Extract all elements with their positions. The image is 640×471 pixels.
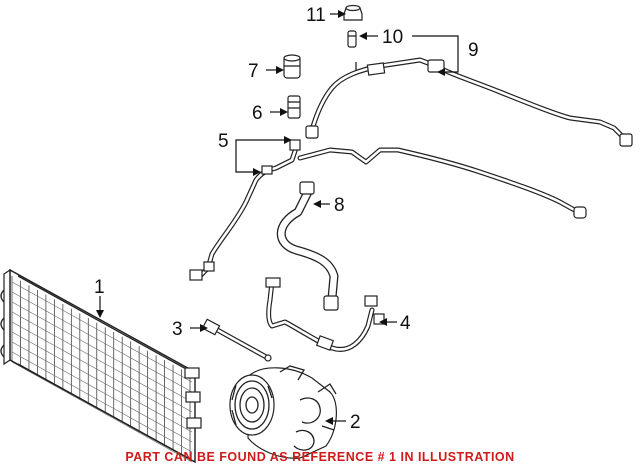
- callout-4: 4: [400, 313, 411, 334]
- compressor-part-2[interactable]: [229, 365, 337, 459]
- condenser-tube-line: [11, 341, 193, 443]
- arrow-2: [325, 417, 333, 425]
- condenser-tube-line: [11, 301, 193, 403]
- condenser-tube-line: [11, 291, 193, 393]
- condenser-tube-line: [11, 331, 193, 433]
- liquid-line-part-5[interactable]: [189, 139, 301, 281]
- arrow-11: [338, 10, 346, 18]
- suction-line-part-9[interactable]: [305, 57, 633, 147]
- condenser-tube-line: [11, 281, 193, 383]
- condenser-tube-line: [11, 351, 193, 453]
- valve-core-part-10[interactable]: [347, 30, 357, 48]
- cap-part-7[interactable]: [283, 54, 301, 79]
- arrow-5a: [253, 168, 261, 176]
- reference-note: PART CAN BE FOUND AS REFERENCE # 1 IN IL…: [125, 450, 515, 464]
- arrow-6: [280, 108, 288, 116]
- callout-1: 1: [94, 277, 105, 298]
- callout-8: 8: [334, 195, 345, 216]
- arrow-4: [379, 318, 387, 326]
- callout-5: 5: [218, 131, 229, 152]
- arrow-9: [437, 68, 445, 76]
- arrow-3: [200, 324, 208, 332]
- cap-part-11[interactable]: [343, 4, 363, 21]
- callout-6: 6: [252, 103, 263, 124]
- arrow-1: [96, 310, 104, 318]
- condenser-tube-line: [11, 311, 193, 413]
- valve-part-3[interactable]: [201, 318, 272, 362]
- callout-3: 3: [172, 319, 183, 340]
- callout-9: 9: [468, 40, 479, 61]
- arrow-5b: [284, 136, 292, 144]
- arrow-8: [313, 200, 321, 208]
- callout-7: 7: [248, 61, 259, 82]
- callout-10: 10: [382, 27, 403, 48]
- arrow-10: [359, 32, 367, 40]
- liquid-line-right[interactable]: [297, 147, 587, 219]
- condenser-tube-line: [11, 321, 193, 423]
- leader-5-bracket: [235, 139, 290, 173]
- leader-9-bracket: [412, 35, 459, 73]
- suction-hose-part-8[interactable]: [276, 181, 339, 311]
- arrow-7: [276, 66, 284, 74]
- condenser-part-1[interactable]: [0, 268, 202, 464]
- discharge-hose-part-4[interactable]: [265, 277, 385, 352]
- cap-part-6[interactable]: [287, 95, 301, 119]
- callout-11: 11: [306, 5, 326, 26]
- condenser-tube-line: [11, 361, 193, 463]
- callout-2: 2: [350, 412, 361, 433]
- condenser-fins: [11, 276, 193, 463]
